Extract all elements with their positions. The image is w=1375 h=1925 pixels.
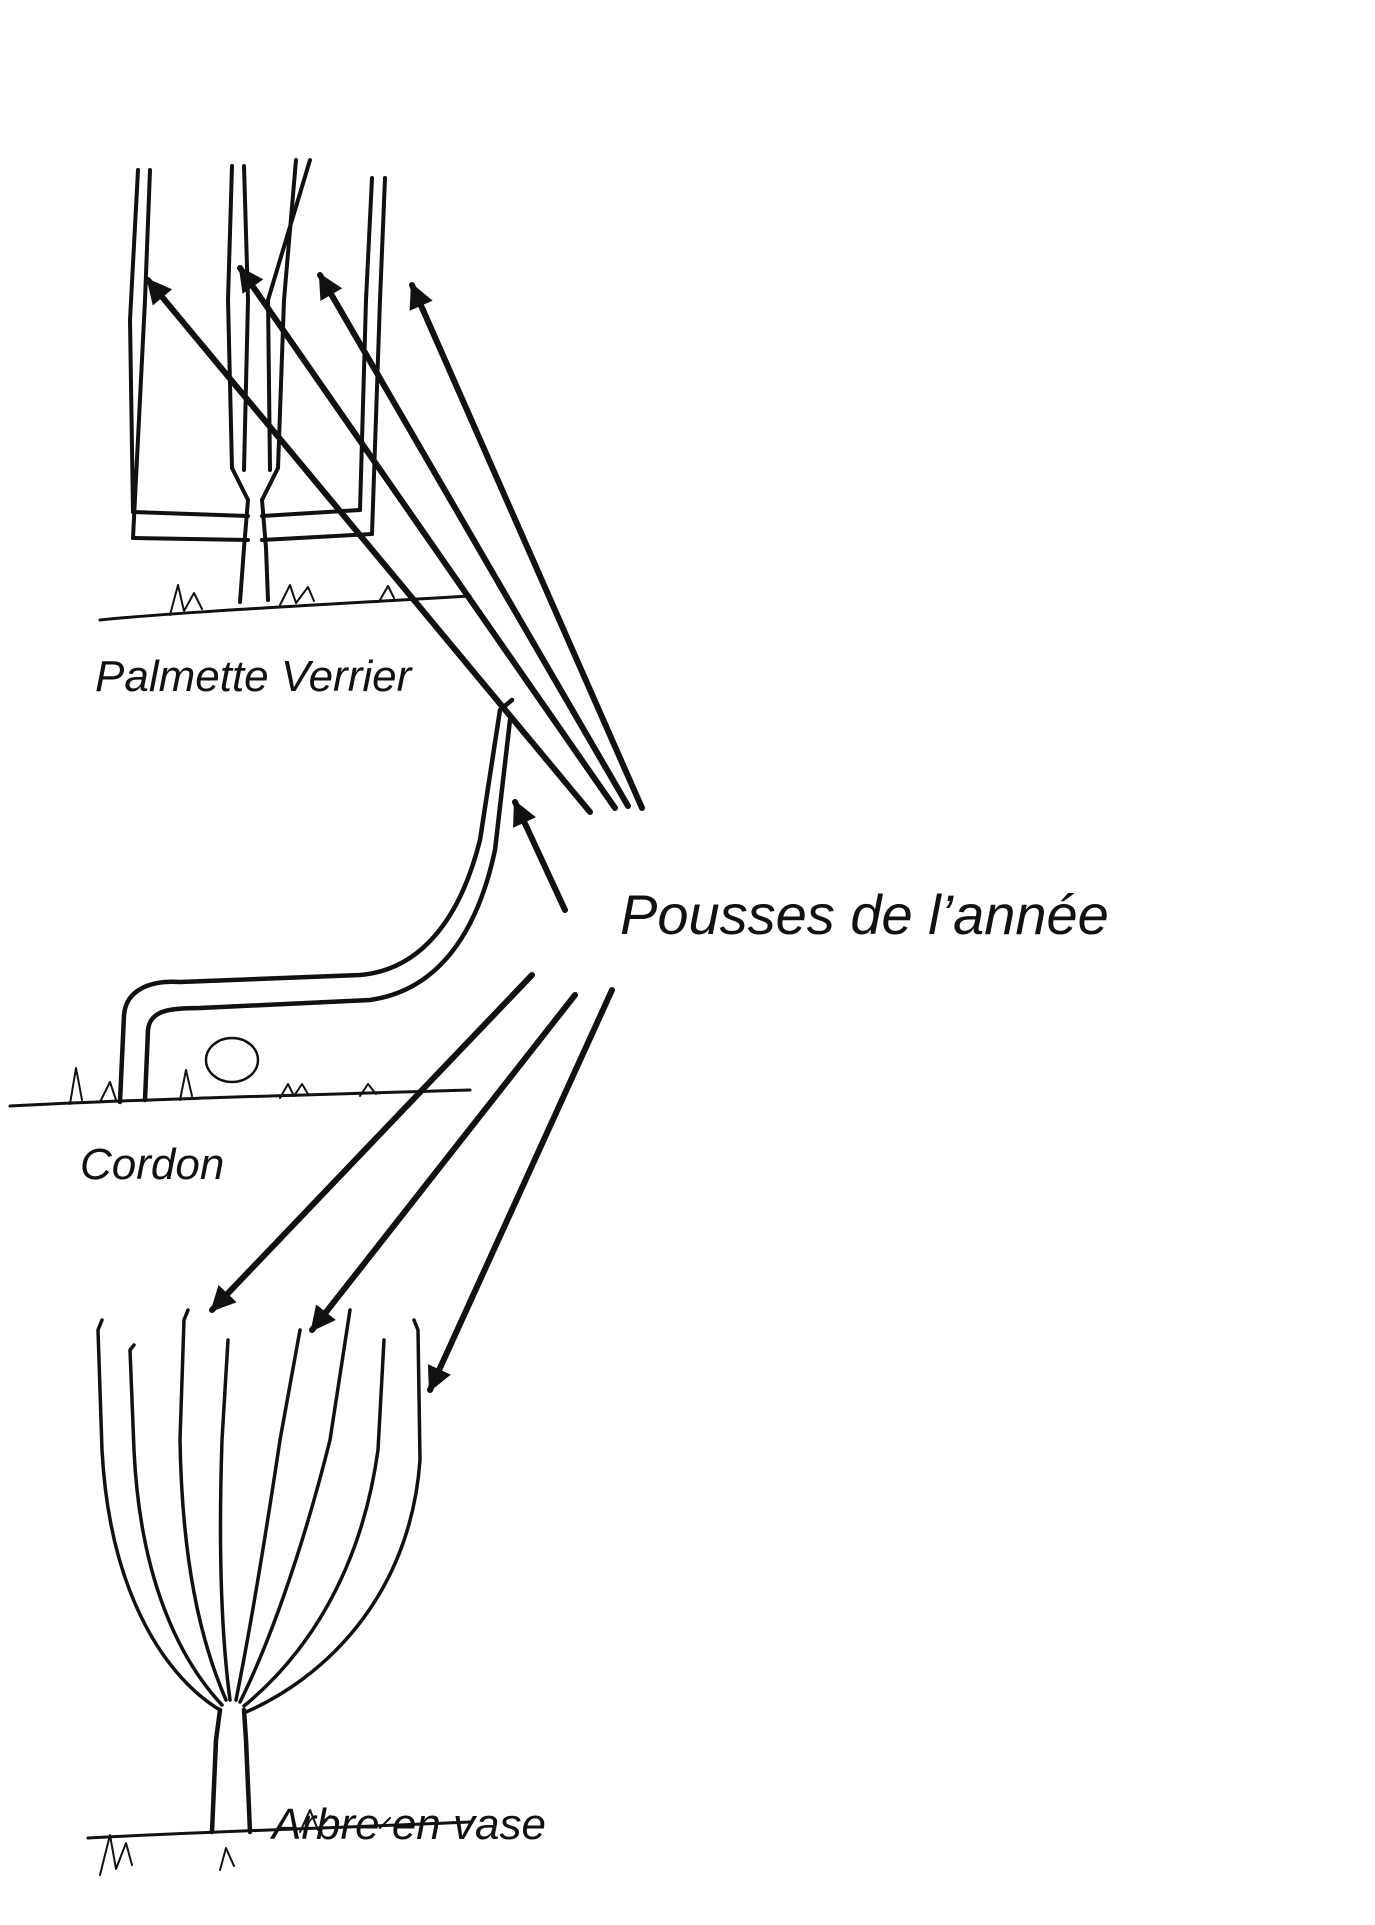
cordon-tree: [8, 697, 515, 1108]
palmette-branch-outer-left: [128, 168, 152, 540]
palmette-verrier-tree: [98, 158, 472, 622]
cordon-stem: [117, 697, 515, 1105]
arrow-to-cordon: [512, 799, 568, 913]
arrow-to-vase-2: [309, 992, 578, 1333]
vase-branch-7: [242, 1338, 386, 1708]
vase-ground-line: [86, 1820, 472, 1840]
cordon-ground-line: [8, 1088, 472, 1108]
arrows: [145, 265, 645, 1393]
label-arbre-en-vase: Arbre en vase: [272, 1800, 546, 1849]
arbre-en-vase-tree: [86, 1308, 472, 1876]
palmette-ground-line: [98, 594, 472, 622]
vase-ground-grass: [99, 1809, 391, 1876]
vase-branch-8: [244, 1318, 422, 1714]
label-palmette-verrier: Palmette Verrier: [95, 652, 412, 701]
vase-branch-6: [238, 1308, 352, 1704]
arrow-to-palmette-2: [237, 265, 618, 811]
arrow-to-palmette-1: [145, 277, 593, 815]
palmette-ground-grass: [169, 584, 395, 616]
label-cordon: Cordon: [80, 1140, 225, 1189]
vase-branch-4: [218, 1338, 232, 1702]
vase-branch-3: [178, 1308, 228, 1702]
palmette-branch-inner: [226, 158, 312, 502]
vase-branch-1: [96, 1318, 222, 1712]
vase-branch-5: [234, 1328, 302, 1702]
vase-trunk: [209, 1707, 253, 1835]
label-pousses-de-l-annee: Pousses de l’année: [620, 883, 1109, 946]
cordon-grafting-mark: [204, 1036, 260, 1084]
arrow-to-palmette-4: [409, 282, 645, 811]
arrow-to-vase-1: [209, 972, 535, 1313]
vase-branch-2: [128, 1343, 224, 1707]
palmette-arms: [131, 508, 374, 542]
arrow-to-vase-3: [427, 987, 615, 1393]
cordon-ground-grass: [69, 1067, 377, 1105]
arrow-to-palmette-3: [317, 272, 631, 809]
